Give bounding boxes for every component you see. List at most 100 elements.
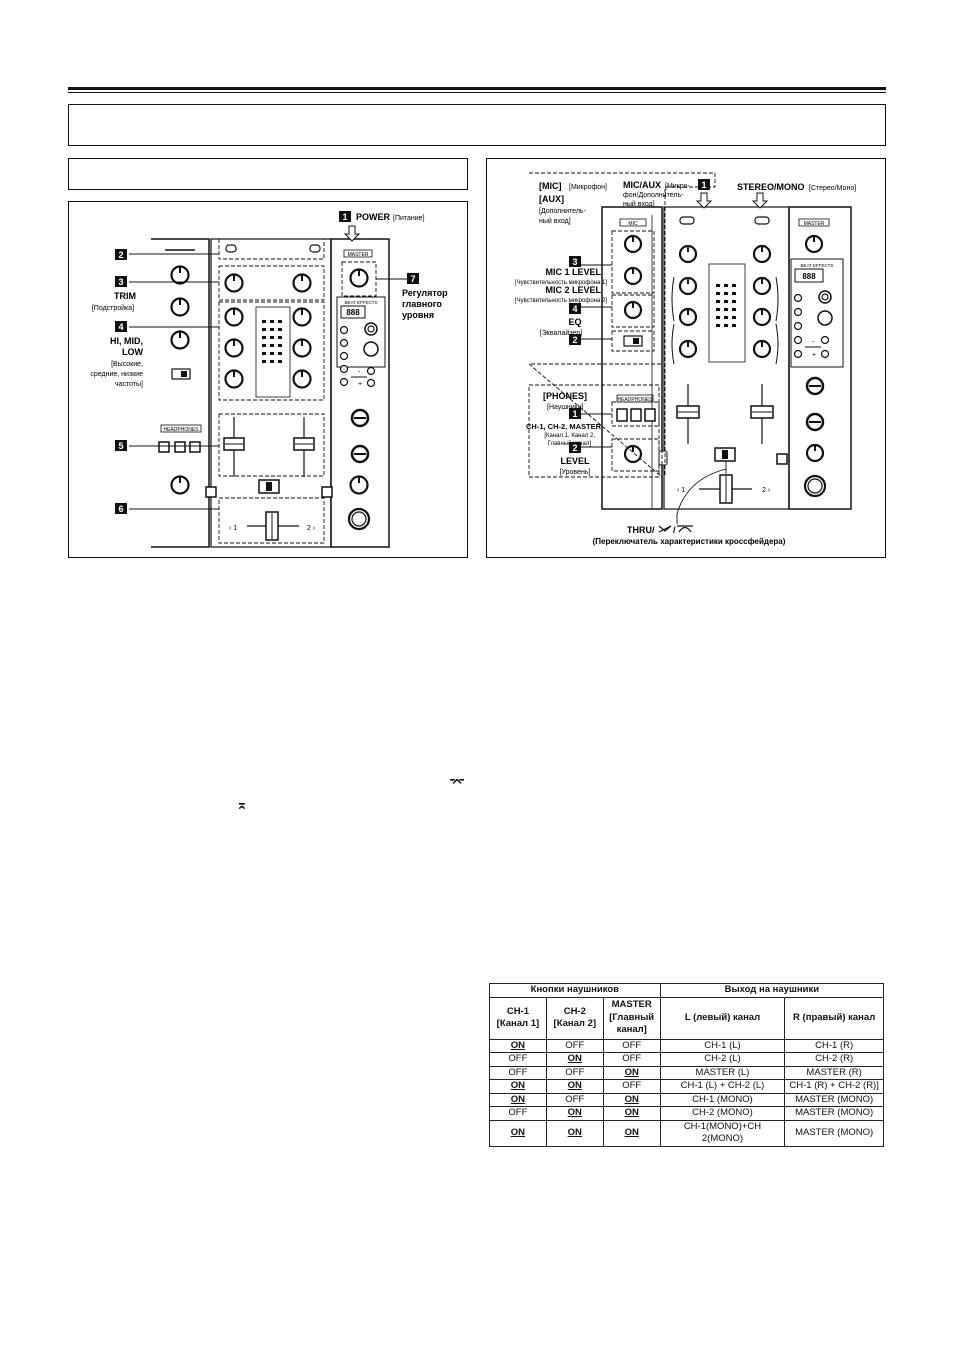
callout-stereomono-note: [Стерео/Моно] [809, 185, 856, 192]
label-minus: - [358, 369, 361, 376]
table-cell: MASTER (R) [784, 1065, 884, 1080]
table-cell: OFF [489, 1065, 547, 1080]
callout-micaux-note3: ный вход] [623, 200, 655, 208]
th-group-right: Выход на наушники [659, 983, 885, 998]
table-cell: MASTER (MONO) [784, 1092, 884, 1107]
svg-text:2: 2 [572, 335, 577, 345]
callout-phones-note: [Наушники] [547, 404, 584, 411]
table-cell: CH-2 (MONO) [659, 1106, 786, 1121]
top-rule [68, 87, 886, 90]
callout-level-note: [Уровень] [560, 469, 591, 476]
callout-eq-label1: HI, MID, [110, 336, 143, 346]
label-plus: + [358, 381, 362, 388]
svg-text:2: 2 [118, 250, 123, 260]
label-master-r: MASTER [804, 221, 825, 227]
table-cell: CH-1(MONO)+CH 2(MONO) [659, 1119, 786, 1147]
table-cell: ON [545, 1106, 604, 1121]
subsection-heading-box [68, 158, 468, 190]
table-cell: ON [545, 1119, 604, 1147]
callout-aux-note2: ный вход] [539, 217, 571, 225]
svg-text:4: 4 [572, 304, 577, 314]
callout-micaux-note2: фон/Дополнитель- [623, 192, 684, 199]
table-cell: OFF [602, 1038, 661, 1053]
badge-mic-level: 3 [569, 256, 581, 267]
table-cell: CH-1 (L) [659, 1038, 786, 1053]
eq-knob-low-1-r [678, 339, 698, 359]
label-ch2: 2 › [307, 525, 316, 532]
badge-eq: 4 [115, 321, 127, 332]
callout-power-label: POWER [356, 212, 391, 222]
label-plus-r: + [812, 352, 816, 359]
table-cell: CH-1 (R) [784, 1038, 884, 1053]
callout-mic-label: [MIC] [539, 181, 562, 191]
table-cell: CH-1 (L) + CH-2 (L) [659, 1079, 786, 1094]
eq-knob-hi-2 [292, 307, 312, 327]
master-level-knob-r [804, 234, 824, 254]
eq-knob-low-1 [224, 369, 244, 389]
trim-knob-1 [224, 273, 244, 293]
table-cell: OFF [545, 1092, 604, 1107]
table-cell: OFF [545, 1065, 604, 1080]
eq-knob-hi-1 [224, 307, 244, 327]
callout-trim-label: TRIM [114, 291, 136, 301]
svg-text:1: 1 [572, 409, 577, 419]
eq-knob-hi-2-r [752, 276, 772, 296]
effects-display: 888 [346, 308, 360, 317]
callout-phones-buttons-note1: [Канал 1, Канал 2, [544, 433, 595, 439]
label-headphones-r: HEADPHONES [617, 397, 653, 403]
table-cell: ON [602, 1065, 661, 1080]
callout-micaux-label: MIC/AUX [623, 180, 661, 190]
ch-knob-3 [170, 330, 190, 350]
eq-knob-hi-1-r [678, 276, 698, 296]
table-cell: ON [602, 1106, 661, 1121]
badge-6: 6 [115, 503, 127, 514]
th-r: R (правый) канал [784, 996, 884, 1040]
table-cell: MASTER (L) [659, 1065, 786, 1080]
svg-text:1: 1 [342, 212, 347, 222]
badge-phones-buttons: 1 [569, 408, 581, 419]
ch-knob-1 [170, 265, 190, 285]
callout-micaux-note1: [Микро- [665, 183, 691, 190]
callout-mic-note: [Микрофон] [569, 184, 607, 191]
svg-text:7: 7 [410, 274, 415, 284]
crossfader-curve-glyph-a: ⌤ [449, 774, 466, 790]
callout-mic1-label: MIC 1 LEVEL [545, 267, 601, 277]
callout-phones-buttons-label: CH-1, CH-2, MASTER [526, 422, 602, 431]
th-l: L (левый) канал [659, 996, 786, 1040]
svg-text:6: 6 [118, 504, 123, 514]
eq-knob-mid-1 [224, 338, 244, 358]
badge-master: 7 [407, 273, 419, 284]
table-cell: CH-2 (L) [659, 1052, 786, 1067]
badge-power: 1 [339, 211, 351, 222]
master-knob-2-r [805, 443, 825, 463]
table-cell: MASTER (MONO) [784, 1106, 884, 1121]
badge-5: 5 [115, 440, 127, 451]
table-cell: ON [545, 1079, 604, 1094]
badge-micaux: 1 [698, 179, 710, 190]
label-mic: MIC [628, 221, 638, 227]
callout-phones-label: [PHONES] [543, 391, 587, 401]
table-cell: MASTER (MONO) [784, 1119, 884, 1147]
eq-knob-mid-2 [292, 338, 312, 358]
top-rule-thin [68, 92, 886, 93]
callout-power-note: [Питание] [393, 215, 425, 222]
label-ch1-r: ‹ 1 [677, 487, 685, 494]
callout-mic1-note: [Чувствительность микрофона 1] [515, 280, 607, 286]
callout-eq-r-note: [Эквалайзер] [540, 329, 582, 337]
label-master: MASTER [348, 252, 369, 258]
ch-knob-2 [170, 297, 190, 317]
callout-master-label1: Регулятор [402, 288, 448, 298]
trim-knob-1-r [678, 244, 698, 264]
table-cell: ON [489, 1038, 547, 1053]
badge-trim: 3 [115, 276, 127, 287]
svg-text:5: 5 [118, 441, 123, 451]
callout-trim-note: [Подстройка] [92, 304, 134, 312]
section-heading-box [68, 104, 886, 146]
badge-level: 2 [569, 442, 581, 453]
callout-level-label: LEVEL [560, 456, 590, 466]
callout-eq-label2: LOW [122, 347, 143, 357]
